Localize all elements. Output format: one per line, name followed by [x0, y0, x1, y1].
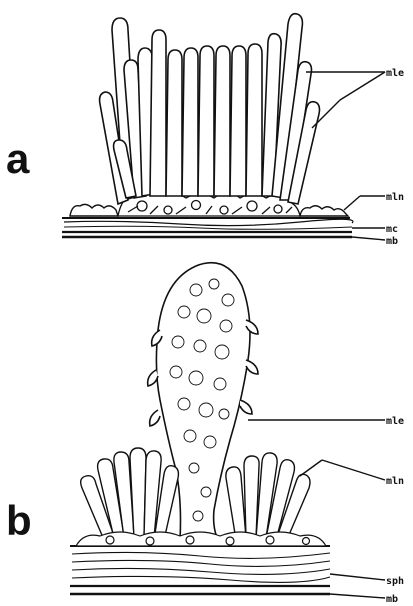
panel-b-left-papillae: [81, 448, 179, 540]
label-a-mln: mln: [386, 192, 404, 203]
panel-b-basal-cells: [76, 532, 326, 546]
panel-a-drawing: mle mln mc mb: [62, 14, 404, 247]
panel-b-labels: mle mln sph mb: [386, 416, 404, 605]
panel-a-labels: mle mln mc mb: [386, 68, 404, 247]
label-b-mb: mb: [386, 594, 398, 605]
panel-b-drawing: mle mln sph mb: [70, 263, 404, 605]
panel-b-right-papillae: [226, 453, 310, 542]
panel-a-basement-layers: [62, 218, 353, 237]
panel-a-villi: [100, 14, 320, 204]
label-a-mc: mc: [386, 224, 398, 235]
label-b-sph: sph: [386, 576, 404, 587]
label-b-mln: mln: [386, 476, 404, 487]
panel-b-basement-layers: [70, 546, 330, 594]
label-b-mle: mle: [386, 416, 404, 427]
label-a-mb: mb: [386, 236, 398, 247]
label-a-mle: mle: [386, 68, 404, 79]
